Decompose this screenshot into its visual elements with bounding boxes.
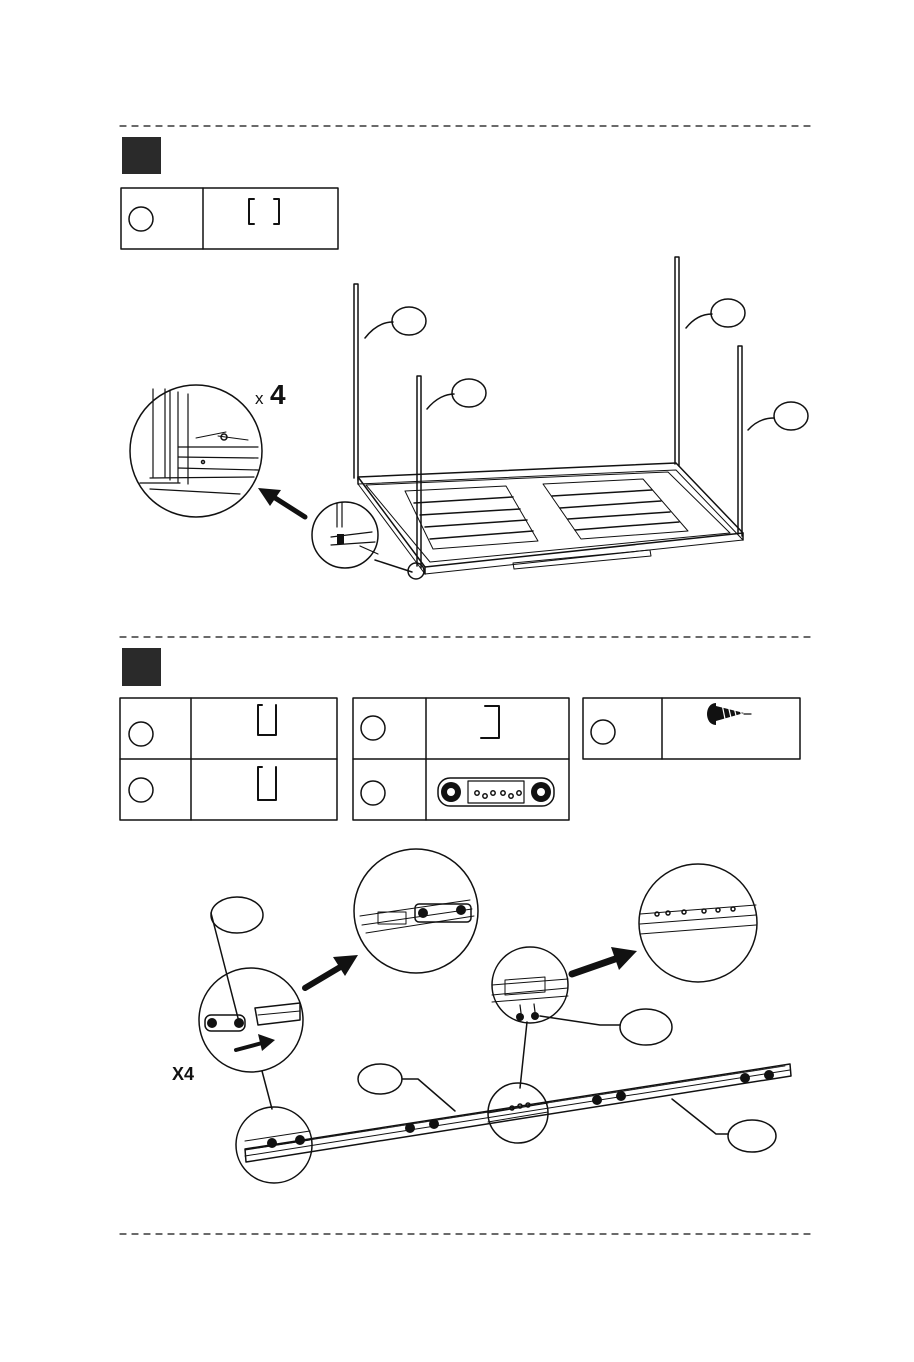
corner-detail-small <box>312 502 424 579</box>
step-2-parts-table-c <box>583 698 800 759</box>
corner-detail-magnifier <box>130 385 262 517</box>
gusset-icon <box>481 706 499 738</box>
gusset-icon <box>258 767 276 800</box>
floor-frame <box>358 463 743 574</box>
part-callout-circle <box>129 207 153 231</box>
part-callout-circle <box>591 720 615 744</box>
bracket-in-rail-magnifier <box>354 849 478 973</box>
bracket-insertion-magnifier <box>199 968 312 1183</box>
corner-posts <box>354 257 742 568</box>
step-2-parts-table-b <box>353 698 569 820</box>
step-2-parts-table-a <box>120 698 337 820</box>
step-1-box <box>122 137 161 174</box>
arrow-icon <box>258 488 305 517</box>
roller-bracket-icon <box>438 778 554 806</box>
step-2-multiplier: X4 <box>172 1064 194 1084</box>
arrow-icon <box>572 947 637 974</box>
gusset-icon <box>258 705 276 735</box>
joined-rail-magnifier <box>639 864 757 982</box>
step-1-multiplier-value: 4 <box>270 379 286 410</box>
long-rail <box>245 1064 791 1162</box>
part-callout-circle <box>129 722 153 746</box>
arrow-icon <box>305 955 358 988</box>
u-channel-icon <box>249 199 279 224</box>
step-1-parts-table <box>121 188 338 249</box>
part-callout-circle <box>361 781 385 805</box>
screw-icon <box>707 703 751 725</box>
part-callout-circle <box>361 716 385 740</box>
step-1-multiplier-prefix: x <box>255 389 264 408</box>
part-callout-circle <box>129 778 153 802</box>
step-2-box <box>122 648 161 686</box>
